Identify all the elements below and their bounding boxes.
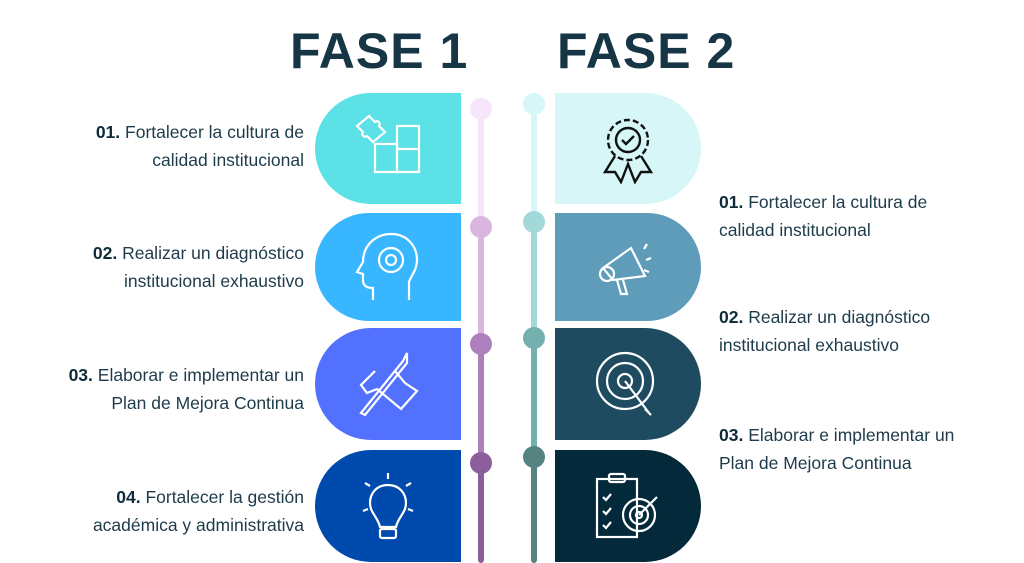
megaphone-icon: [598, 243, 652, 296]
step-text-line2: calidad institucional: [152, 150, 304, 170]
step-text-line2: institucional exhaustivo: [719, 335, 899, 355]
phase1-timeline-segment: [478, 226, 484, 344]
phase2-timeline-dot: [523, 327, 545, 349]
clipboard-target-icon: [595, 472, 658, 539]
step-text-line1: Fortalecer la cultura de: [748, 192, 928, 212]
phase1-timeline-dot: [470, 98, 492, 120]
phase1-timeline-dot: [470, 452, 492, 474]
phase1-tile-2: [315, 213, 461, 321]
phase1-tile-3: [315, 328, 461, 440]
phase1-timeline-segment: [478, 462, 484, 563]
step-text-line1: Realizar un diagnóstico: [748, 307, 931, 327]
phase1-step-3: 03. Elaborar e implementar un Plan de Mej…: [69, 361, 304, 417]
target-icon: [595, 351, 655, 416]
step-text-line1: Fortalecer la gestión: [145, 487, 304, 507]
step-number: 02.: [92, 243, 118, 263]
phase2-timeline-segment: [531, 104, 537, 220]
brain-gear-head-icon: [355, 232, 419, 300]
phase1-step-4: 04. Fortalecer la gestión académica y adm…: [93, 483, 304, 539]
phase1-timeline-segment: [478, 106, 484, 226]
hand-pencil-icon: [359, 352, 419, 417]
phase2-timeline-dot: [523, 93, 545, 115]
phase1-step-1: 01. Fortalecer la cultura de calidad inst…: [96, 118, 304, 174]
phase1-timeline-segment: [478, 344, 484, 462]
step-number: 04.: [116, 487, 141, 507]
phase2-timeline-segment: [531, 338, 537, 456]
phase2-tile-2: [555, 213, 701, 321]
step-text-line1: Elaborar e implementar un: [748, 425, 955, 445]
lightbulb-icon: [362, 473, 414, 540]
step-number: 03.: [68, 365, 93, 385]
phase1-tile-1: [315, 93, 461, 204]
phase2-timeline-segment: [531, 456, 537, 563]
step-number: 02.: [719, 307, 744, 327]
phase1-timeline-dot: [470, 333, 492, 355]
step-text-line2: calidad institucional: [719, 220, 871, 240]
phase2-timeline-dot: [523, 446, 545, 468]
phase1-timeline-dot: [470, 216, 492, 238]
phase2-timeline-segment: [531, 220, 537, 338]
phase2-timeline-dot: [523, 211, 545, 233]
phase2-step-3: 03. Elaborar e implementar un Plan de Mej…: [719, 421, 954, 477]
step-text-line1: Elaborar e implementar un: [97, 365, 304, 385]
step-text-line1: Realizar un diagnóstico: [122, 243, 304, 263]
phase1-step-2: 02. Realizar un diagnóstico institucional…: [93, 239, 304, 295]
step-number: 01.: [719, 192, 744, 212]
step-text-line1: Fortalecer la cultura de: [125, 122, 304, 142]
step-text-line2: Plan de Mejora Continua: [111, 393, 304, 413]
step-text-line2: Plan de Mejora Continua: [719, 453, 912, 473]
puzzle-icon: [355, 114, 421, 173]
phase2-tile-3: [555, 328, 701, 440]
step-text-line2: académica y administrativa: [92, 515, 304, 535]
phase2-tile-4: [555, 450, 701, 562]
step-text-line2: institucional exhaustivo: [124, 271, 304, 291]
phase2-step-1: 01. Fortalecer la cultura de calidad inst…: [719, 188, 927, 244]
step-number: 01.: [95, 122, 121, 142]
phase2-tile-1: [555, 93, 701, 204]
phase2-title: FASE 2: [557, 23, 736, 79]
phase1-tile-4: [315, 450, 461, 562]
award-badge-icon: [602, 118, 654, 184]
step-number: 03.: [719, 425, 744, 445]
phase2-step-2: 02. Realizar un diagnóstico institucional…: [719, 303, 930, 359]
phase1-title: FASE 1: [290, 23, 469, 79]
